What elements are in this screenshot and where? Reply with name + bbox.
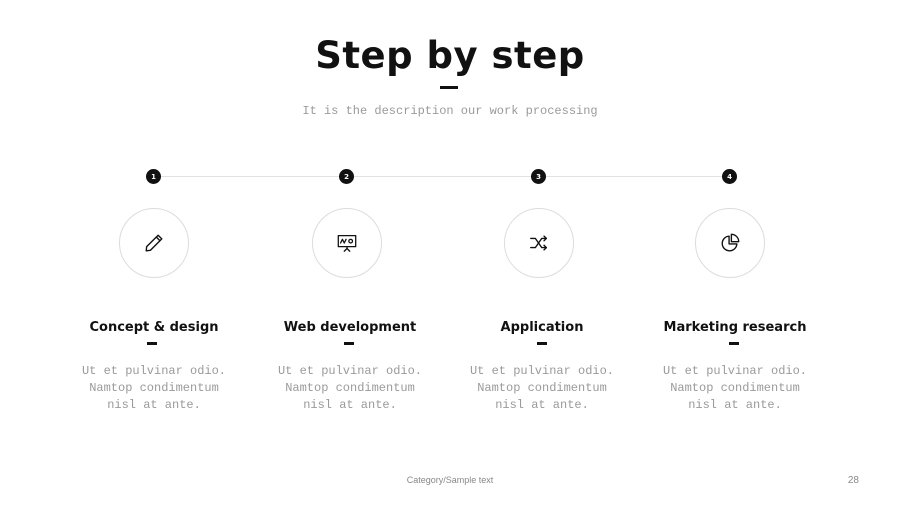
shuffle-icon bbox=[530, 235, 548, 251]
step-underline bbox=[537, 342, 547, 345]
step-title: Concept & design bbox=[89, 320, 219, 335]
step-icon-circle bbox=[312, 208, 382, 278]
step-number-badge: 1 bbox=[146, 169, 161, 184]
presentation-board-icon bbox=[337, 235, 357, 252]
step-underline bbox=[147, 342, 157, 345]
title-underline bbox=[440, 86, 458, 89]
step-number-badge: 2 bbox=[339, 169, 354, 184]
step-title: Web development bbox=[283, 320, 417, 335]
step-icon-circle bbox=[119, 208, 189, 278]
slide-subtitle: It is the description our work processin… bbox=[302, 104, 598, 118]
step-number-badge: 3 bbox=[531, 169, 546, 184]
slide-title: Step by step bbox=[315, 34, 585, 77]
step-description: Ut et pulvinar odio. Namtop condimentum … bbox=[277, 364, 423, 412]
step-underline bbox=[729, 342, 739, 345]
step-description: Ut et pulvinar odio. Namtop condimentum … bbox=[469, 364, 615, 412]
pie-chart-icon bbox=[721, 233, 740, 252]
step-number-badge: 4 bbox=[722, 169, 737, 184]
step-title: Application bbox=[500, 320, 584, 335]
step-underline bbox=[344, 342, 354, 345]
step-icon-circle bbox=[504, 208, 574, 278]
footer-category: Category/Sample text bbox=[406, 475, 494, 485]
step-icon-circle bbox=[695, 208, 765, 278]
pencil-icon bbox=[145, 234, 163, 252]
step-description: Ut et pulvinar odio. Namtop condimentum … bbox=[81, 364, 227, 412]
step-title: Marketing research bbox=[663, 320, 807, 335]
timeline-line bbox=[153, 176, 731, 177]
page-number: 28 bbox=[847, 475, 859, 486]
step-description: Ut et pulvinar odio. Namtop condimentum … bbox=[662, 364, 808, 412]
